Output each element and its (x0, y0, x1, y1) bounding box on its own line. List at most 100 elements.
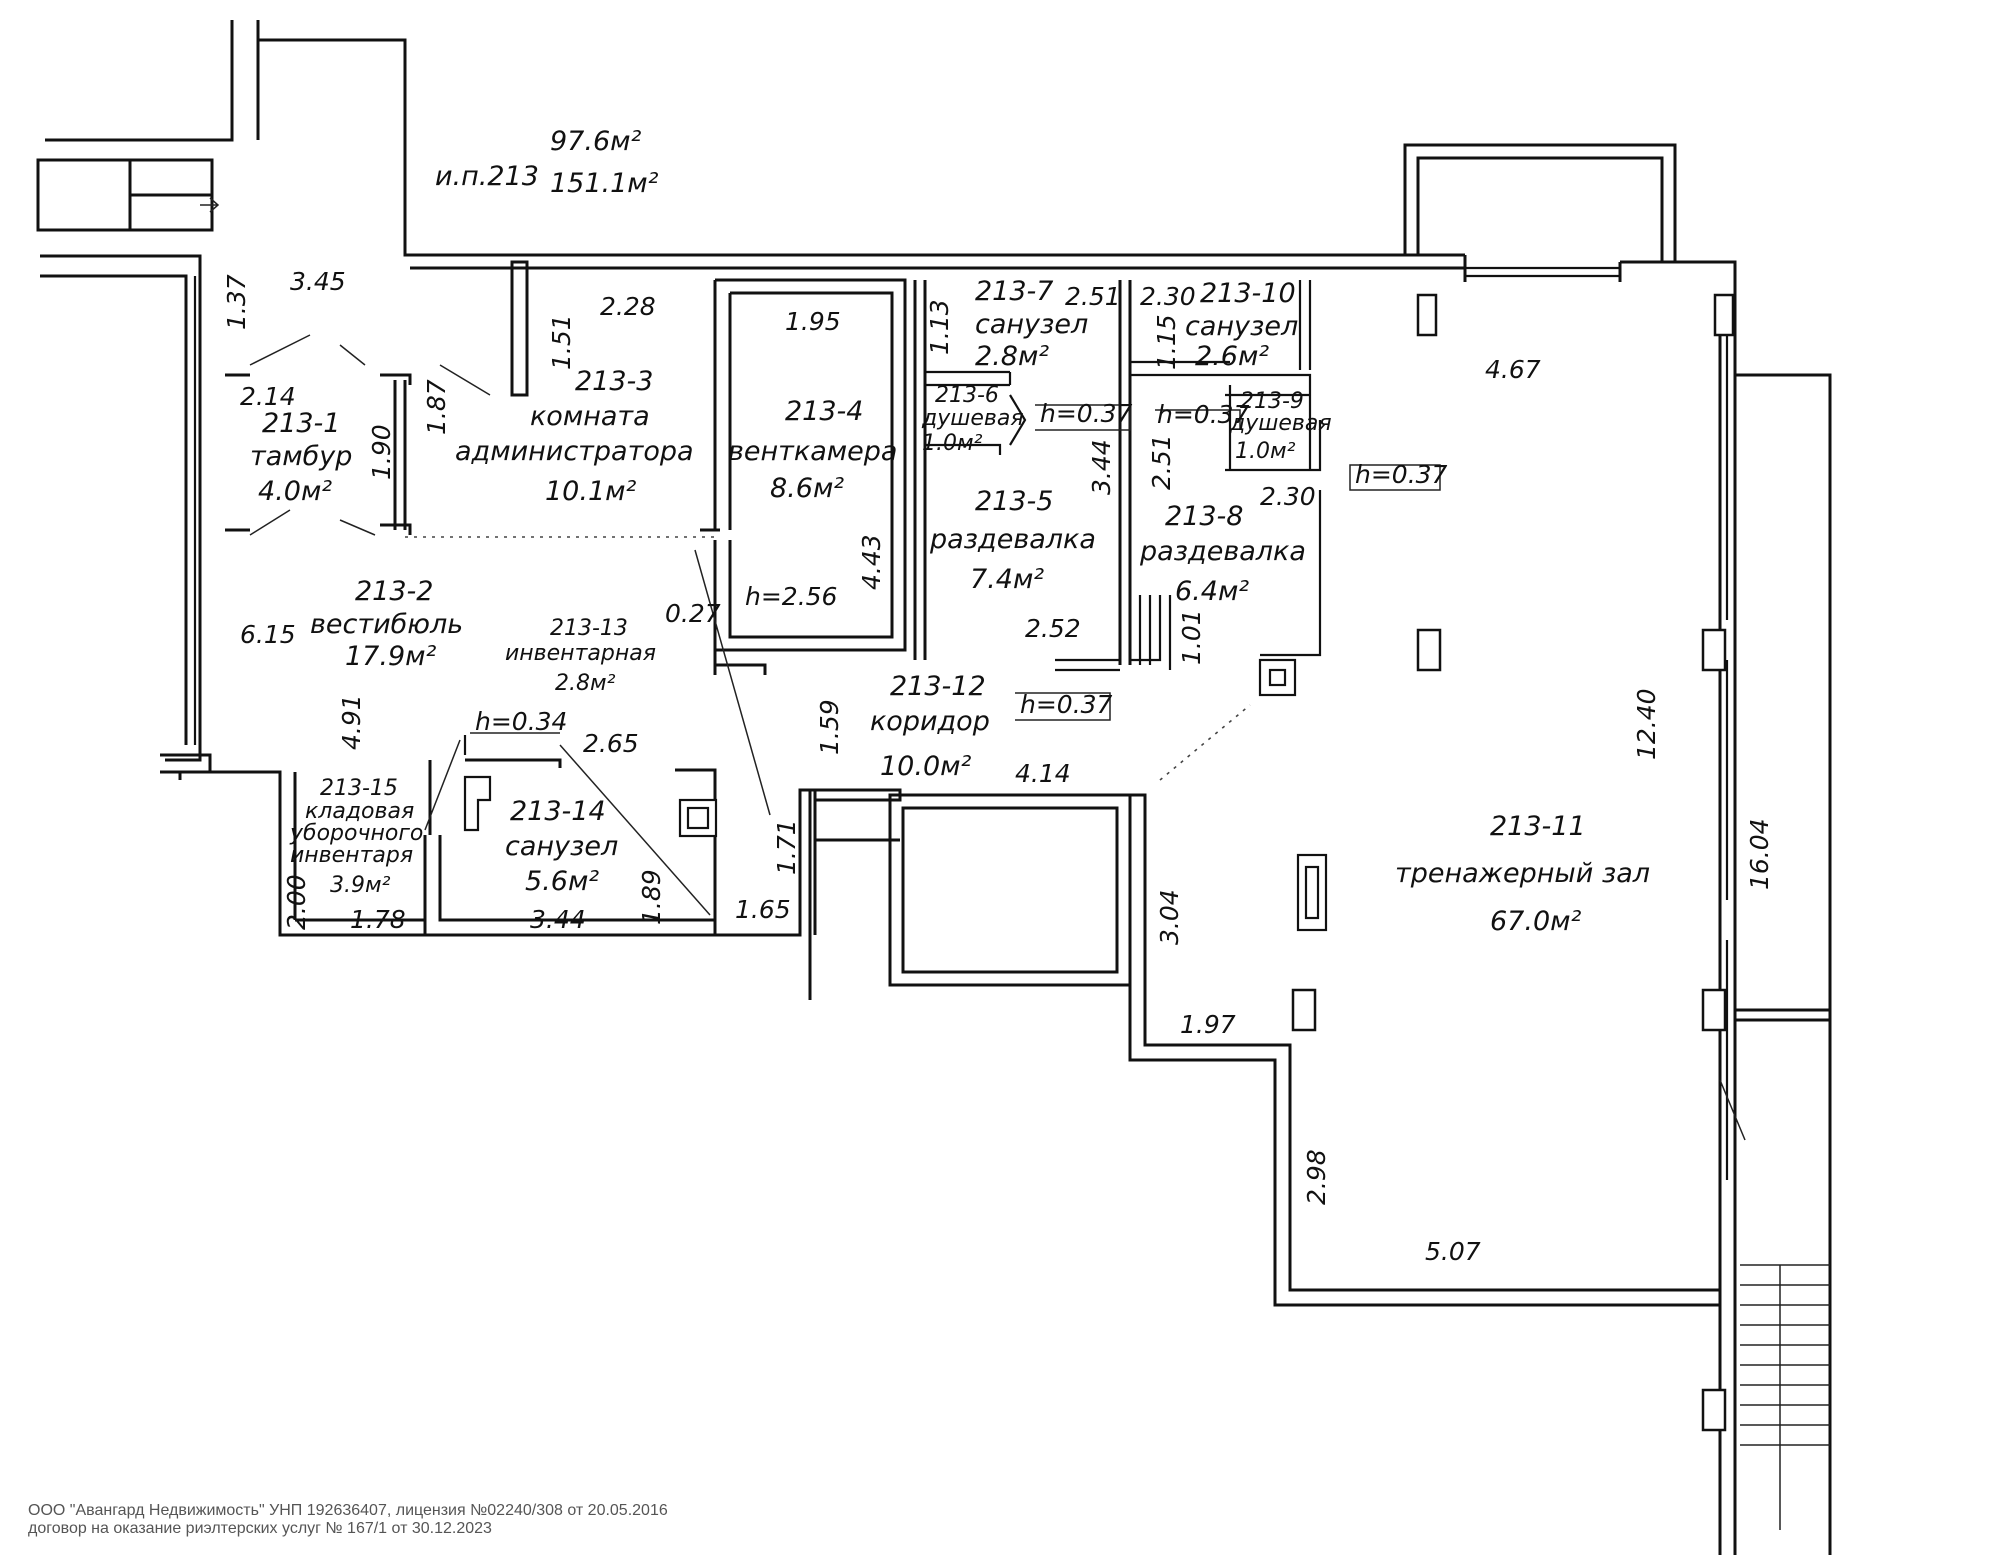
west-wall (40, 254, 202, 762)
partition-213-10 (1130, 280, 1312, 377)
dim-label: 1.90 (367, 424, 396, 480)
dim-label: 1.87 (422, 379, 451, 435)
room-213-15-id: 213-15 (320, 776, 398, 801)
room-213-6-area: 1.0м² (922, 431, 983, 456)
room-213-14-name: санузел (505, 831, 618, 862)
door-swing-admin (339, 364, 491, 536)
common-area-value-2: 151.1м² (550, 168, 659, 199)
room-213-1-name: тамбур (250, 441, 352, 472)
dim-label: h=0.37 (1355, 460, 1448, 489)
dim-label: 1.97 (1180, 1010, 1236, 1039)
room-213-1-id: 213-1 (262, 408, 340, 439)
room-213-7-id: 213-7 (975, 276, 1053, 307)
room-213-8-id: 213-8 (1165, 501, 1243, 532)
partition-213-8-south (1130, 490, 1322, 670)
dim-label: 4.67 (1485, 355, 1541, 384)
stair-arrow (200, 197, 220, 213)
room-213-14-area: 5.6м² (525, 866, 599, 897)
dim-label: 4.43 (857, 534, 886, 590)
column (1713, 293, 1735, 337)
room-213-9-area: 1.0м² (1235, 439, 1296, 464)
dim-label: 1.51 (547, 314, 576, 370)
room-213-10-area: 2.6м² (1195, 341, 1269, 372)
h-box-corridor (1015, 692, 1111, 721)
dim-label: 2.51 (1147, 434, 1176, 490)
room-213-12-area: 10.0м² (880, 751, 971, 782)
dim-label: 2.52 (1025, 614, 1081, 643)
dim-label: 2.14 (240, 382, 296, 411)
dim-label: 1.65 (735, 895, 791, 924)
room-213-11-name: тренажерный зал (1395, 858, 1650, 889)
dim-label: 2.30 (1140, 282, 1196, 311)
admin-column (510, 260, 529, 397)
room-213-15-area: 3.9м² (330, 873, 391, 898)
dim-label: 6.15 (240, 620, 296, 649)
south-east-stepped-wall (1128, 793, 1720, 1307)
upper-landing-wall (45, 20, 410, 257)
room-213-7-name: санузел (975, 309, 1088, 340)
room-213-6-name: душевая (921, 406, 1024, 431)
partition-213-9 (1225, 373, 1322, 472)
room-213-15-name-line2: уборочного (289, 821, 423, 846)
storage-walls (278, 772, 717, 935)
west-wall-lower (160, 753, 212, 780)
zone-boundary-gym (1159, 704, 1251, 781)
column (1416, 293, 1438, 337)
dim-label: 4.91 (337, 694, 366, 750)
room-213-11-area: 67.0м² (1490, 906, 1581, 937)
column (1416, 628, 1442, 672)
door-diagonal-213-13 (694, 549, 771, 816)
dim-label: 0.27 (665, 599, 721, 628)
dim-label: h=0.37 (1020, 690, 1113, 719)
stair-outline (36, 158, 214, 232)
room-213-3-area: 10.1м² (545, 476, 636, 507)
room-213-4-name: венткамера (728, 436, 897, 467)
room-213-3-name-line1: комната (530, 401, 650, 432)
partition-vent-south (713, 650, 767, 675)
room-213-5-area: 7.4м² (970, 564, 1044, 595)
room-213-4-id: 213-4 (785, 396, 863, 427)
partition-admin-west (380, 373, 412, 535)
room-213-8-area: 6.4м² (1175, 576, 1249, 607)
room-213-3-name-line2: администратора (455, 436, 694, 467)
room-213-12-name: коридор (870, 706, 990, 737)
partition-213-7 (925, 370, 1012, 387)
room-213-5-id: 213-5 (975, 486, 1053, 517)
column (1701, 988, 1727, 1032)
dim-label: 2.00 (282, 874, 311, 930)
room-213-3-id: 213-3 (575, 366, 653, 397)
dim-label: 2.51 (1065, 282, 1121, 311)
dim-label: 2.65 (583, 729, 639, 758)
dim-label: 3.44 (530, 905, 586, 934)
dim-label: 1.13 (925, 299, 954, 355)
room-213-8-name: раздевалка (1139, 536, 1306, 567)
h-box-213-9 (1155, 409, 1241, 430)
room-213-10-name: санузел (1185, 311, 1298, 342)
footer-line-2: договор на оказание риэлтерских услуг № … (28, 1520, 492, 1537)
room-213-15-name-line1: кладовая (305, 799, 414, 824)
door-swing-213-15 (424, 739, 461, 831)
common-area-id: и.п.213 (435, 161, 539, 192)
room-213-1-area: 4.0м² (258, 476, 332, 507)
upper-right-shaft (1403, 143, 1677, 262)
room-213-2-id: 213-2 (355, 576, 433, 607)
dim-label: 5.07 (1425, 1237, 1481, 1266)
dim-label: 1.59 (815, 699, 844, 755)
footer-line-1: ООО "Авангард Недвижимость" УНП 19263640… (28, 1502, 668, 1519)
partition-corridor-south (808, 790, 817, 1000)
wc-213-14-walls (428, 758, 717, 935)
partition-213-6 (925, 394, 1027, 455)
partition-213-5 (913, 280, 1132, 665)
dim-label: 1.15 (1152, 314, 1181, 370)
common-area-label: и.п.213 97.6м² 151.1м² (435, 126, 659, 199)
room-213-13-id: 213-13 (550, 616, 628, 641)
room-213-7-area: 2.8м² (975, 341, 1049, 372)
room-213-14-id: 213-14 (510, 796, 606, 827)
dim-label: 2.30 (1260, 482, 1316, 511)
dim-label: 3.04 (1155, 889, 1184, 945)
column (1701, 1388, 1727, 1432)
room-213-11-id: 213-11 (1490, 811, 1586, 842)
room-213-5-name: раздевалка (929, 524, 1096, 555)
door-diagonal-213-14 (559, 744, 711, 916)
dim-label: h=2.56 (745, 582, 837, 611)
